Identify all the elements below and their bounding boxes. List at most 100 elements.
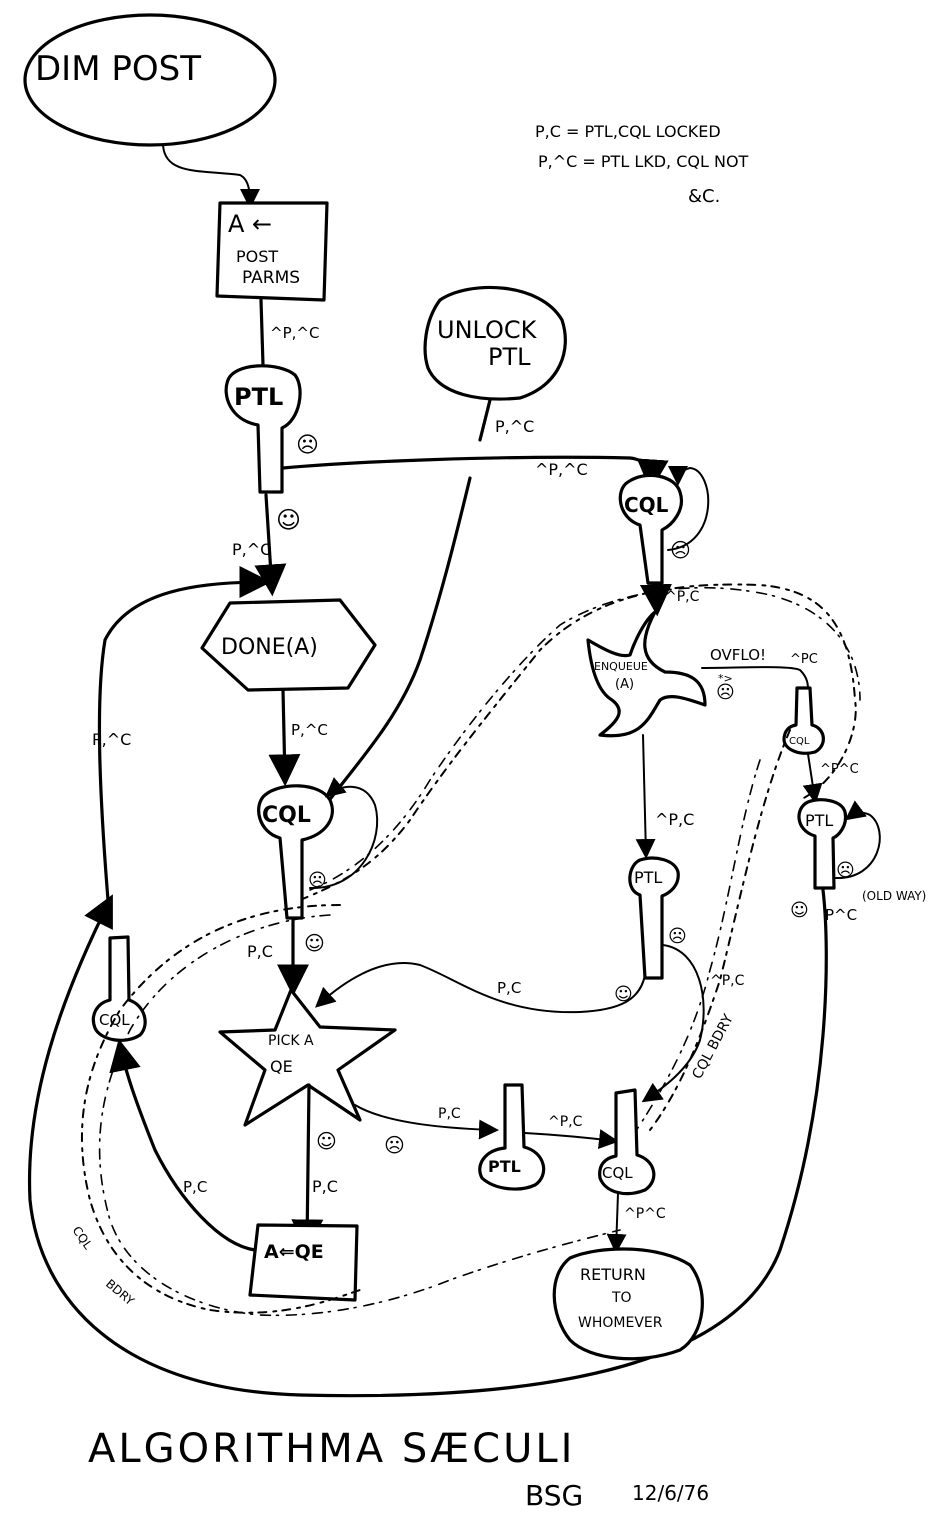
cql-lock-top-right: CQL bbox=[618, 473, 683, 585]
cql-lock-bottom: CQL bbox=[598, 1088, 656, 1196]
edge-pick-fail-to-ptl-bottom bbox=[354, 1104, 499, 1140]
assign-box-line-3: PARMS bbox=[242, 268, 300, 288]
enqueue-line-2: (A) bbox=[615, 677, 634, 692]
start-node: DIM POST bbox=[23, 13, 277, 147]
cql-lock-small-right: CQL bbox=[782, 686, 825, 755]
ptl-lock-far-right: PTL bbox=[797, 798, 848, 890]
ptl-lock-top-label: PTL bbox=[234, 383, 283, 411]
return-line-2: TO bbox=[611, 1290, 632, 1306]
happy-face-icon: ☺ bbox=[276, 506, 301, 534]
edge-overflow bbox=[701, 666, 809, 691]
cql-boundary-left-label-1: CQL bbox=[70, 1224, 96, 1252]
pick-line-1: PICK A bbox=[268, 1033, 314, 1049]
edge-label-aqe-to-cql-left: P,C bbox=[183, 1178, 207, 1196]
edge-cql-tr-to-enqueue bbox=[639, 583, 672, 617]
cql-top-right-label: CQL bbox=[624, 493, 669, 517]
edge-left-loop-to-done bbox=[97, 566, 272, 902]
unlock-line-2: PTL bbox=[488, 343, 531, 371]
edge-label-overflow-state: ^PC bbox=[790, 652, 818, 667]
cql-center-label: CQL bbox=[262, 803, 311, 828]
sad-face-icon: ☹ bbox=[384, 1133, 405, 1157]
edge-label-overflow: OVFLO! bbox=[710, 646, 766, 664]
edge-label-done-out: P,^C bbox=[291, 721, 328, 739]
happy-face-icon: ☺ bbox=[316, 1129, 337, 1153]
edge-start-to-assign bbox=[162, 144, 260, 209]
ptl-bottom-label: PTL bbox=[488, 1157, 521, 1176]
edge-enqueue-to-ptl-mid bbox=[635, 734, 656, 859]
edge-label-ptl-mid-to-pick: P,C bbox=[497, 979, 521, 997]
done-node: DONE(A) bbox=[200, 598, 377, 692]
done-node-label: DONE(A) bbox=[221, 635, 318, 660]
sad-face-icon: ☹ bbox=[670, 538, 691, 562]
edge-label-cql-small-out: ^P^C bbox=[820, 762, 859, 777]
sad-face-icon: ☹ bbox=[296, 433, 319, 458]
assign-box: A ← POST PARMS bbox=[215, 201, 329, 302]
edge-cql-bottom-to-return bbox=[606, 1192, 627, 1254]
assign-box-line-2: POST bbox=[236, 247, 278, 266]
cql-lock-left: CQL bbox=[91, 935, 147, 1042]
cql-boundary-left bbox=[80, 904, 361, 1314]
edge-label-pick-down: P,C bbox=[312, 1177, 338, 1196]
sad-face-icon: ☹ bbox=[836, 860, 855, 881]
return-node: RETURN TO WHOMEVER bbox=[552, 1247, 704, 1361]
cql-boundary-left-hatch bbox=[98, 914, 621, 1317]
return-line-1: RETURN bbox=[580, 1265, 646, 1284]
edge-assign-to-ptl bbox=[259, 298, 265, 367]
edge-ptl-far-retry-loop bbox=[834, 800, 881, 880]
signature-date: 12/6/76 bbox=[632, 1481, 709, 1505]
edge-label-ptl-far-right-out: P^C bbox=[825, 906, 857, 924]
ptl-mid-right-label: PTL bbox=[634, 868, 662, 887]
diagram-title: ALGORITHMA SÆCULI bbox=[88, 1426, 575, 1472]
cql-boundary-left-label-2: BDRY bbox=[103, 1277, 137, 1309]
happy-face-icon: ☺ bbox=[790, 900, 809, 921]
happy-face-icon: ☺ bbox=[304, 931, 325, 955]
ptl-lock-bottom: PTL bbox=[478, 1083, 546, 1191]
assign-box-line-1: A ← bbox=[228, 210, 272, 238]
edge-label-cql-tr-out: ^P,C bbox=[665, 589, 700, 605]
return-line-3: WHOMEVER bbox=[578, 1315, 663, 1331]
signature-initials: BSG bbox=[525, 1479, 583, 1512]
unlock-ptl-node: UNLOCK PTL bbox=[423, 285, 567, 401]
edge-ptl-mid-to-pick bbox=[315, 962, 646, 1014]
edge-label-ptl-to-cql-fail: ^P,^C bbox=[535, 460, 588, 479]
ptl-lock-top: PTL bbox=[224, 364, 302, 494]
edge-ptl-fail-to-cql bbox=[281, 455, 669, 492]
a-qe-label: A⇐QE bbox=[264, 1241, 324, 1263]
edge-unlock-out bbox=[478, 398, 492, 442]
sad-face-icon: ☹ bbox=[716, 682, 735, 703]
edge-label-ptl-success: P,^C bbox=[232, 540, 271, 559]
edge-label-overflow-mark: *> bbox=[718, 672, 733, 685]
edge-label-unlock-out: P,^C bbox=[495, 417, 534, 436]
ptl-lock-mid-right: PTL bbox=[628, 856, 680, 980]
ptl-far-right-label: PTL bbox=[805, 811, 833, 830]
edge-cql-center-retry-loop bbox=[309, 777, 379, 890]
edge-outer-loop bbox=[27, 888, 828, 1398]
edge-aqe-to-cql-left bbox=[109, 1038, 257, 1252]
cql-small-right-label: CQL bbox=[789, 736, 810, 747]
edge-ptl-bottom-to-cql-bottom bbox=[524, 1129, 619, 1150]
edge-label-assign-to-ptl: ^P,^C bbox=[270, 324, 319, 342]
pick-line-2: QE bbox=[270, 1057, 293, 1076]
happy-face-icon: ☺ bbox=[614, 984, 633, 1005]
edge-label-ptl-mid-fail: ^P,C bbox=[710, 973, 745, 989]
cql-boundary-top-hatch bbox=[309, 586, 861, 891]
edge-label-enqueue-down: ^P,C bbox=[655, 810, 694, 829]
old-way-label: (OLD WAY) bbox=[862, 889, 926, 903]
cql-lock-center: CQL bbox=[257, 784, 334, 920]
cql-bottom-label: CQL bbox=[602, 1164, 633, 1182]
sad-face-icon: ☹ bbox=[308, 870, 327, 891]
edge-cql-small-to-ptl-far bbox=[802, 753, 823, 804]
legend-line-1: P,C = PTL,CQL LOCKED bbox=[535, 122, 721, 141]
edge-label-return-in: ^P^C bbox=[624, 1206, 666, 1222]
edge-pick-to-aqe bbox=[291, 1083, 324, 1252]
edge-label-left-loop: P,^C bbox=[92, 730, 131, 749]
start-node-label: DIM POST bbox=[35, 49, 201, 89]
sad-face-icon: ☹ bbox=[668, 926, 687, 947]
edge-label-cql-center-out: P,C bbox=[247, 942, 273, 961]
cql-boundary-right-hatch bbox=[629, 759, 761, 1141]
enqueue-node: ENQUEUE (A) bbox=[586, 610, 707, 738]
cql-boundary-right bbox=[649, 729, 791, 1131]
legend-line-3: &C. bbox=[688, 186, 720, 207]
edge-label-pick-fail: P,C bbox=[438, 1106, 461, 1122]
